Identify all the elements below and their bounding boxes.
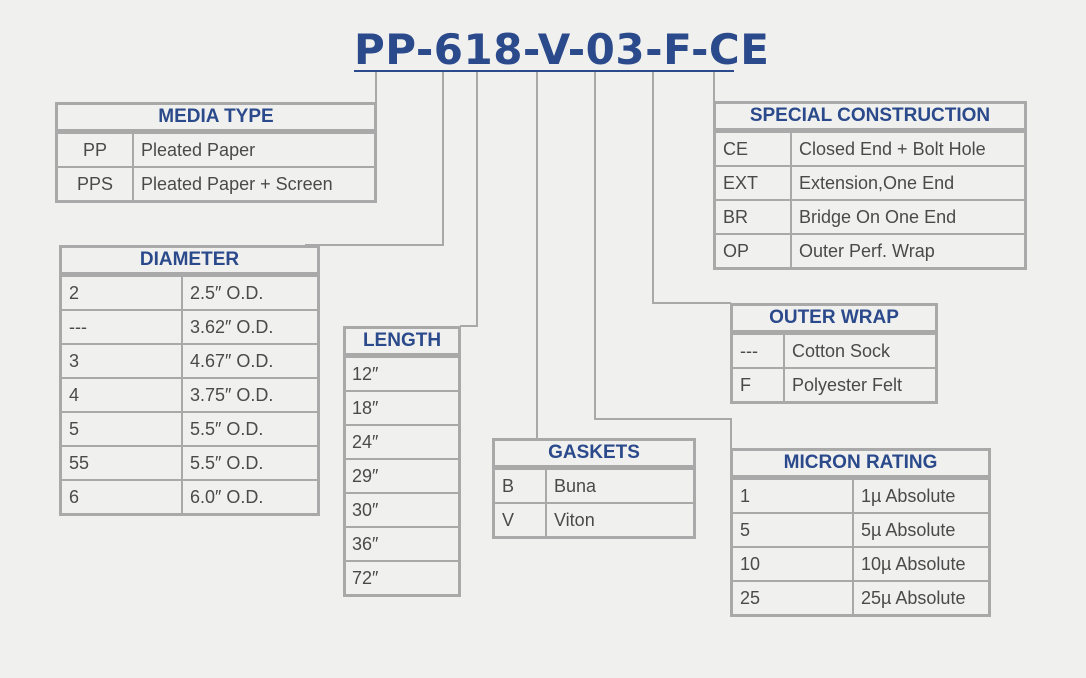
- special-construction-desc: Outer Perf. Wrap: [799, 240, 935, 261]
- table-row: 6 6.0″ O.D.: [62, 479, 317, 513]
- table-row: 55 5.5″ O.D.: [62, 445, 317, 479]
- table-row: OP Outer Perf. Wrap: [716, 233, 1024, 267]
- table-row: 4 3.75″ O.D.: [62, 377, 317, 411]
- micron-rating-desc: 25µ Absolute: [861, 587, 966, 608]
- diameter-desc: 3.62″ O.D.: [190, 316, 274, 337]
- connector-outer-wrap: [652, 72, 731, 304]
- gaskets-desc: Viton: [554, 509, 595, 530]
- gaskets-code: V: [495, 504, 547, 536]
- micron-rating-desc: 1µ Absolute: [861, 485, 956, 506]
- connector-diameter: [305, 72, 444, 246]
- table-row: 36″: [346, 526, 458, 560]
- media-type-desc: Pleated Paper + Screen: [141, 173, 333, 194]
- table-row: 3 4.67″ O.D.: [62, 343, 317, 377]
- length-value: 36″: [352, 533, 379, 554]
- table-row: 10 10µ Absolute: [733, 546, 988, 580]
- table-row: --- Cotton Sock: [733, 333, 935, 367]
- diameter-code: ---: [62, 311, 183, 343]
- table-row: 1 1µ Absolute: [733, 478, 988, 512]
- outer-wrap-desc: Polyester Felt: [792, 374, 903, 395]
- media-type-table: MEDIA TYPE PP Pleated Paper PPS Pleated …: [55, 102, 377, 203]
- table-row: 18″: [346, 390, 458, 424]
- outer-wrap-table: OUTER WRAP --- Cotton Sock F Polyester F…: [730, 303, 938, 404]
- table-row: 24″: [346, 424, 458, 458]
- table-row: B Buna: [495, 468, 693, 502]
- gaskets-table: GASKETS B Buna V Viton: [492, 438, 696, 539]
- special-construction-desc: Bridge On One End: [799, 206, 957, 227]
- diameter-desc: 5.5″ O.D.: [190, 452, 264, 473]
- table-row: 30″: [346, 492, 458, 526]
- gaskets-header: GASKETS: [495, 441, 693, 468]
- connector-micron-rating: [594, 72, 732, 449]
- table-row: EXT Extension,One End: [716, 165, 1024, 199]
- length-value: 12″: [352, 363, 379, 384]
- diameter-desc: 6.0″ O.D.: [190, 486, 264, 507]
- length-value: 18″: [352, 397, 379, 418]
- micron-rating-code: 25: [733, 582, 854, 614]
- diameter-code: 3: [62, 345, 183, 377]
- part-number-title: PP-618-V-03-F-CE: [354, 25, 770, 74]
- diameter-desc: 5.5″ O.D.: [190, 418, 264, 439]
- table-row: 12″: [346, 356, 458, 390]
- special-construction-code: EXT: [716, 167, 792, 199]
- diameter-code: 6: [62, 481, 183, 513]
- diameter-code: 2: [62, 277, 183, 309]
- special-construction-table: SPECIAL CONSTRUCTION CE Closed End + Bol…: [713, 101, 1027, 270]
- table-row: 5 5.5″ O.D.: [62, 411, 317, 445]
- connector-length: [460, 72, 478, 327]
- table-row: 5 5µ Absolute: [733, 512, 988, 546]
- media-type-code: PPS: [58, 168, 134, 200]
- micron-rating-code: 5: [733, 514, 854, 546]
- media-type-code: PP: [58, 134, 134, 166]
- outer-wrap-desc: Cotton Sock: [792, 340, 891, 361]
- diameter-desc: 3.75″ O.D.: [190, 384, 274, 405]
- micron-rating-desc: 5µ Absolute: [861, 519, 956, 540]
- outer-wrap-header: OUTER WRAP: [733, 306, 935, 333]
- diameter-code: 4: [62, 379, 183, 411]
- diameter-desc: 2.5″ O.D.: [190, 282, 264, 303]
- micron-rating-code: 10: [733, 548, 854, 580]
- part-number-underline: [354, 70, 734, 72]
- length-header: LENGTH: [346, 329, 458, 356]
- diameter-header: DIAMETER: [62, 248, 317, 275]
- table-row: 2 2.5″ O.D.: [62, 275, 317, 309]
- table-row: V Viton: [495, 502, 693, 536]
- micron-rating-code: 1: [733, 480, 854, 512]
- length-value: 29″: [352, 465, 379, 486]
- length-value: 24″: [352, 431, 379, 452]
- diameter-code: 55: [62, 447, 183, 479]
- special-construction-code: CE: [716, 133, 792, 165]
- gaskets-code: B: [495, 470, 547, 502]
- length-value: 72″: [352, 567, 379, 588]
- media-type-desc: Pleated Paper: [141, 139, 256, 160]
- table-row: PPS Pleated Paper + Screen: [58, 166, 374, 200]
- micron-rating-table: MICRON RATING 1 1µ Absolute 5 5µ Absolut…: [730, 448, 991, 617]
- diameter-desc: 4.67″ O.D.: [190, 350, 274, 371]
- special-construction-desc: Extension,One End: [799, 172, 955, 193]
- diameter-code: 5: [62, 413, 183, 445]
- special-construction-code: OP: [716, 235, 792, 267]
- micron-rating-desc: 10µ Absolute: [861, 553, 966, 574]
- outer-wrap-code: ---: [733, 335, 785, 367]
- special-construction-code: BR: [716, 201, 792, 233]
- length-value: 30″: [352, 499, 379, 520]
- special-construction-header: SPECIAL CONSTRUCTION: [716, 104, 1024, 131]
- table-row: F Polyester Felt: [733, 367, 935, 401]
- special-construction-desc: Closed End + Bolt Hole: [799, 138, 986, 159]
- table-row: --- 3.62″ O.D.: [62, 309, 317, 343]
- micron-rating-header: MICRON RATING: [733, 451, 988, 478]
- table-row: 25 25µ Absolute: [733, 580, 988, 614]
- length-table: LENGTH 12″ 18″ 24″ 29″ 30″ 36″ 72″: [343, 326, 461, 597]
- table-row: PP Pleated Paper: [58, 132, 374, 166]
- table-row: 72″: [346, 560, 458, 594]
- diameter-table: DIAMETER 2 2.5″ O.D. --- 3.62″ O.D. 3 4.…: [59, 245, 320, 516]
- outer-wrap-code: F: [733, 369, 785, 401]
- table-row: CE Closed End + Bolt Hole: [716, 131, 1024, 165]
- table-row: BR Bridge On One End: [716, 199, 1024, 233]
- gaskets-desc: Buna: [554, 475, 597, 496]
- table-row: 29″: [346, 458, 458, 492]
- media-type-header: MEDIA TYPE: [58, 105, 374, 132]
